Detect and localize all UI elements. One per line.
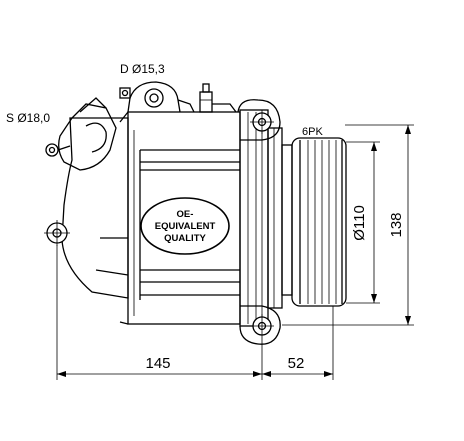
oe-quality-badge: OE- EQUIVALENT QUALITY (140, 197, 230, 255)
compressor-body (61, 111, 241, 325)
pulley-diameter-label: Ø110 (351, 205, 368, 241)
dimension-lines (56, 124, 414, 380)
pulley-offset-dimension-label: 52 (288, 355, 305, 372)
pulley (291, 137, 347, 307)
height-dimension-label: 138 (388, 212, 405, 237)
compressor-flange (237, 99, 293, 345)
badge-line-3: QUALITY (164, 233, 206, 244)
badge-line-1: OE- (177, 209, 194, 220)
mounting-hole-lower (250, 314, 274, 338)
mounting-hole-left (44, 220, 70, 246)
pulley-type-label: 6PK (302, 126, 323, 138)
suction-port-label: S Ø18,0 (6, 111, 50, 125)
mounting-hole-upper (250, 110, 274, 134)
discharge-port-label: D Ø15,3 (120, 62, 165, 76)
body-length-dimension-label: 145 (145, 355, 170, 372)
badge-line-2: EQUIVALENT (155, 221, 216, 232)
pressure-valve (199, 83, 237, 113)
suction-port (45, 97, 117, 171)
discharge-port (119, 81, 195, 113)
